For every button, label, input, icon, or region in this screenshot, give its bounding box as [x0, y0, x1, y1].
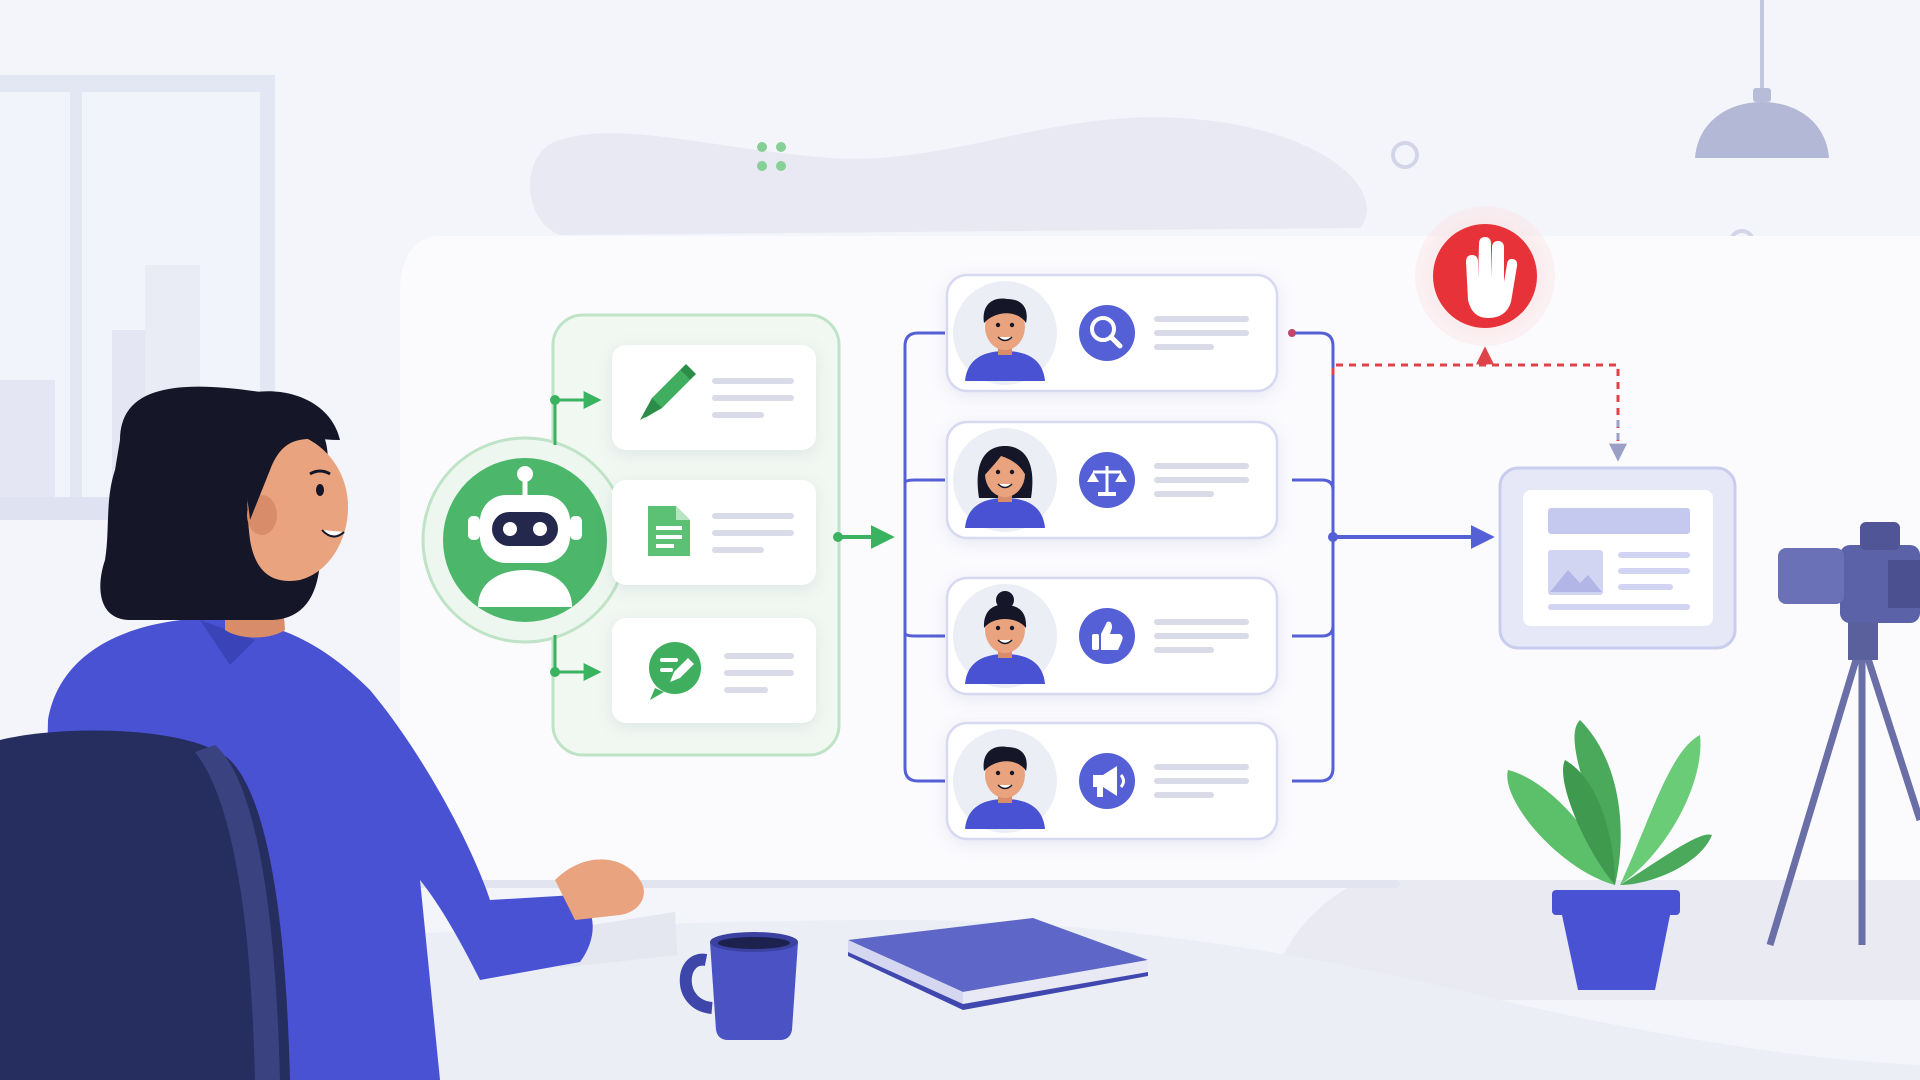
decorative-dots	[757, 142, 786, 171]
text-line-placeholder	[1154, 477, 1249, 483]
hanging-lamp	[1695, 0, 1829, 158]
connector-node	[550, 395, 560, 405]
draft-step-card	[612, 618, 816, 723]
text-line-placeholder	[712, 378, 794, 384]
reviewer-card	[945, 721, 1279, 841]
cloud-shape	[530, 117, 1367, 235]
text-line-placeholder	[712, 412, 764, 418]
book	[848, 918, 1148, 1010]
draft-step-card	[612, 480, 816, 585]
web-page-icon	[1498, 466, 1737, 650]
avatar	[953, 729, 1057, 833]
coffee-mug	[679, 932, 798, 1040]
text-line-placeholder	[1154, 619, 1249, 625]
megaphone-icon	[1079, 753, 1135, 809]
text-line-placeholder	[724, 653, 794, 659]
text-line-placeholder	[712, 547, 764, 553]
text-line-placeholder	[724, 687, 768, 693]
text-line-placeholder	[1154, 633, 1249, 639]
reviewer-merge	[1292, 331, 1335, 783]
reviewer-card	[945, 273, 1279, 393]
rejection-path	[1331, 363, 1620, 455]
text-line-placeholder	[1154, 330, 1249, 336]
reviewer-fanout	[903, 331, 945, 783]
connector-node	[833, 532, 843, 542]
office-chair	[0, 730, 290, 1080]
text-line-placeholder	[1154, 344, 1214, 350]
text-line-placeholder	[724, 670, 794, 676]
window	[0, 75, 275, 520]
connector-node	[550, 667, 560, 677]
avatar	[953, 281, 1057, 385]
text-line-placeholder	[1154, 792, 1214, 798]
robot-icon	[421, 436, 629, 644]
connector-node	[1288, 329, 1296, 337]
text-line-placeholder	[1154, 316, 1249, 322]
text-line-placeholder	[1154, 647, 1214, 653]
search-icon	[1079, 305, 1135, 361]
text-line-placeholder	[1154, 463, 1249, 469]
text-line-placeholder	[712, 530, 794, 536]
pen-icon	[640, 364, 696, 420]
text-line-placeholder	[1154, 491, 1214, 497]
decorative-ring	[1391, 141, 1419, 169]
thumbs-up-icon	[1079, 608, 1135, 664]
chat-edit-icon	[649, 642, 701, 700]
potted-plant	[1507, 720, 1712, 990]
city-building	[0, 380, 55, 497]
draft-step-card	[612, 345, 816, 450]
document-icon	[648, 506, 690, 556]
text-line-placeholder	[1154, 778, 1249, 784]
avatar	[953, 584, 1057, 688]
text-line-placeholder	[1154, 764, 1249, 770]
reviewer-card	[945, 576, 1279, 696]
stop-hand-icon	[1415, 206, 1555, 346]
reviewer-card	[945, 420, 1279, 540]
avatar	[953, 428, 1057, 532]
text-line-placeholder	[712, 395, 794, 401]
text-line-placeholder	[712, 513, 794, 519]
board-shelf	[400, 880, 1400, 888]
scales-icon	[1079, 452, 1135, 508]
video-camera-icon	[1766, 522, 1920, 947]
